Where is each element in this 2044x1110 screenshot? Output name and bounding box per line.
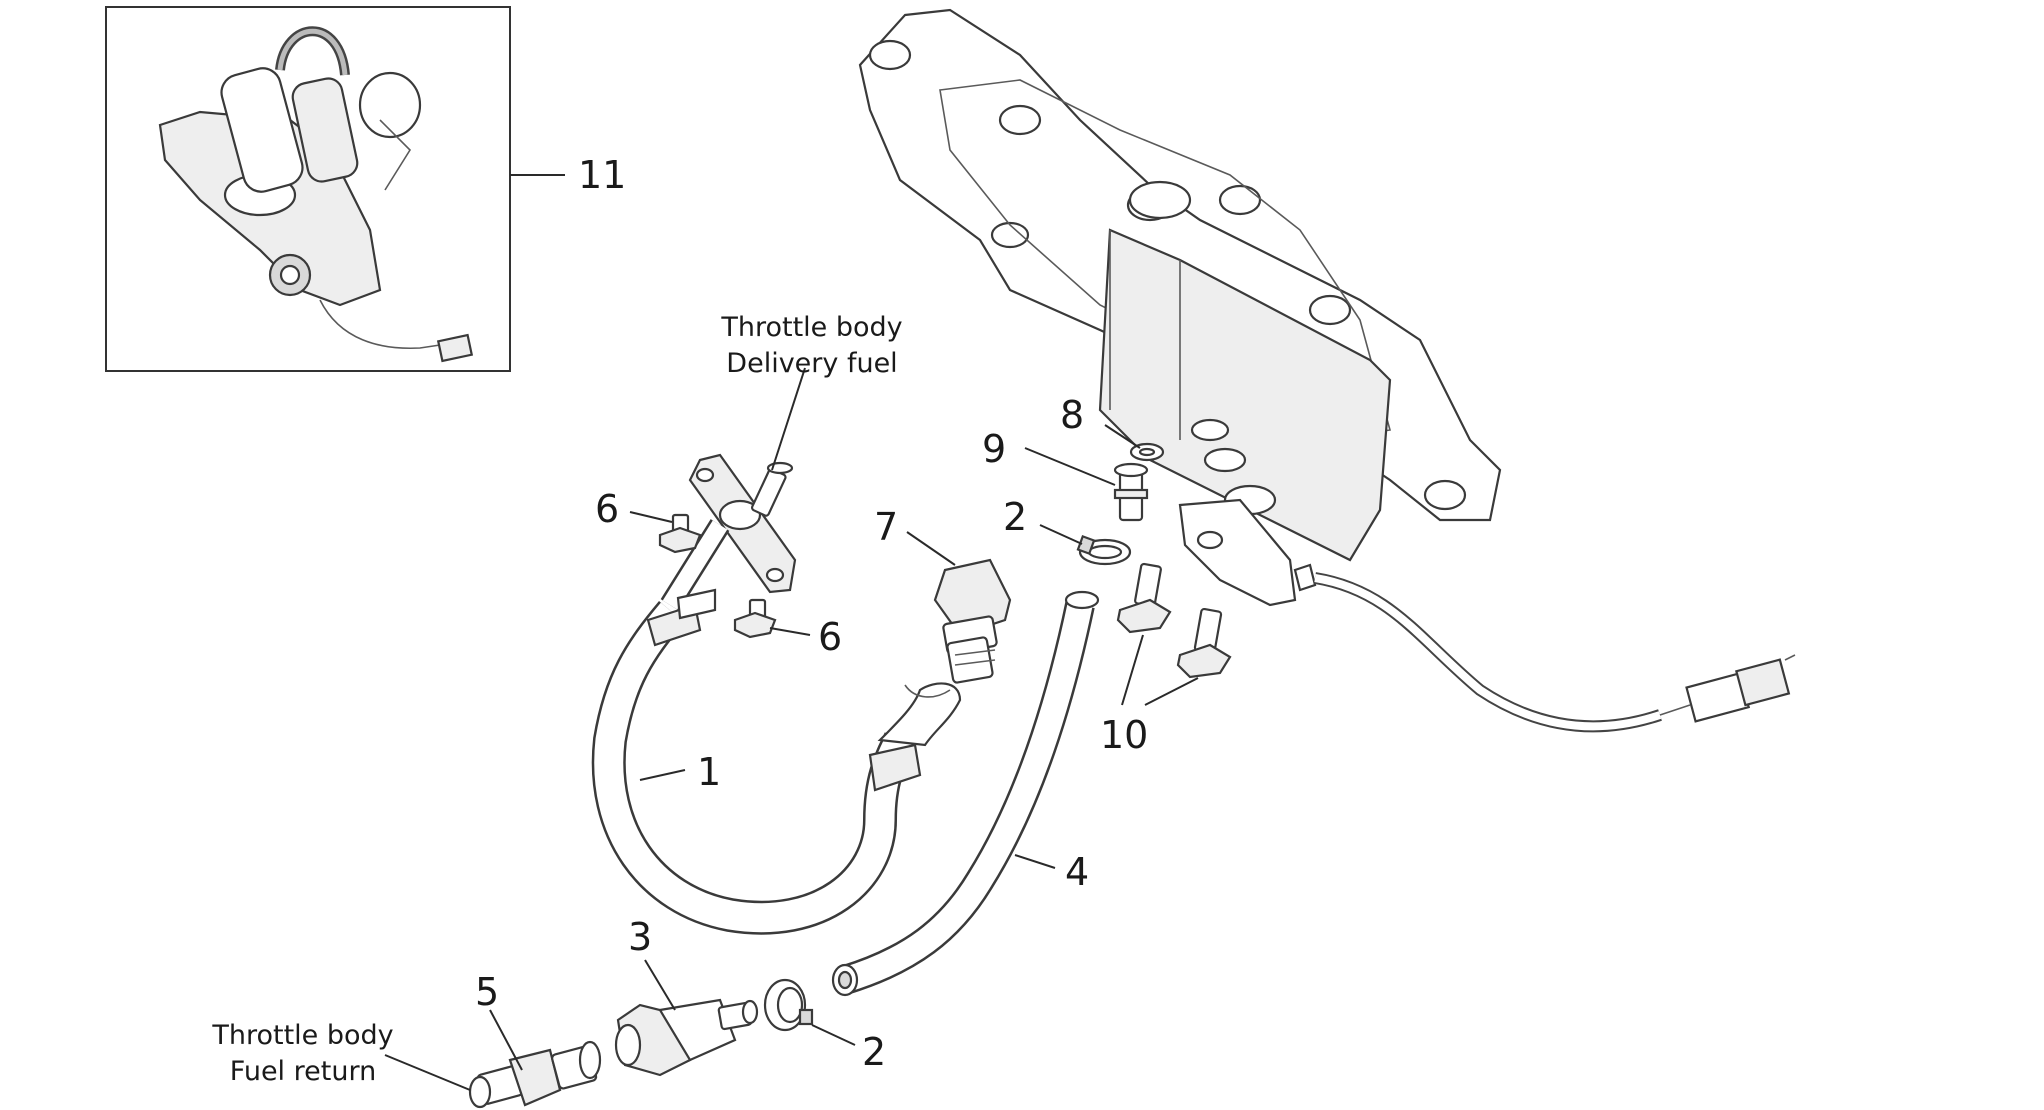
callout-3: 3 xyxy=(628,915,652,959)
part-2-clamp-lower xyxy=(763,978,814,1032)
callout-9: 9 xyxy=(982,427,1006,471)
part-9-nipple xyxy=(1113,462,1149,522)
caption-return-line2: Fuel return xyxy=(230,1056,376,1087)
caption-delivery-line2: Delivery fuel xyxy=(726,348,897,379)
callout-1: 1 xyxy=(697,750,721,794)
callout-6a: 6 xyxy=(595,487,619,531)
delivery-flange xyxy=(660,453,797,611)
callout-2a: 2 xyxy=(1003,495,1027,539)
leader-delivery xyxy=(771,367,806,471)
leader-2a xyxy=(1039,524,1083,545)
callout-2b: 2 xyxy=(862,1030,886,1074)
leader-6a xyxy=(629,511,673,523)
leader-6b xyxy=(769,627,811,636)
part-4-return-hose xyxy=(831,590,1100,997)
tank-flange-plate xyxy=(858,8,1502,607)
part-7-fitting xyxy=(933,558,1012,684)
part-5-nipple xyxy=(468,1040,602,1109)
part-10-screws xyxy=(1116,562,1232,679)
part-2-clamp-upper xyxy=(1076,534,1132,566)
leader-3 xyxy=(644,959,676,1011)
part-3-connector xyxy=(614,998,759,1077)
leader-4 xyxy=(1014,854,1056,869)
leader-2b xyxy=(811,1024,856,1046)
part-1-delivery-hose xyxy=(591,588,962,935)
part-6-screw-b xyxy=(733,598,777,639)
pump-assembly-inset xyxy=(105,6,511,372)
pump-wire-connector xyxy=(1293,563,1796,733)
callout-7: 7 xyxy=(874,505,898,549)
leader-9 xyxy=(1024,447,1116,486)
part-6-screw-a xyxy=(658,513,702,554)
leader-5 xyxy=(489,1009,523,1071)
callout-8: 8 xyxy=(1060,393,1084,437)
caption-delivery-line1: Throttle body xyxy=(720,312,902,343)
leader-10a xyxy=(1121,634,1144,706)
leader-1 xyxy=(639,769,686,781)
callout-6b: 6 xyxy=(818,615,842,659)
callout-11: 11 xyxy=(578,153,626,197)
leader-return xyxy=(384,1054,471,1091)
leader-8 xyxy=(1104,424,1141,449)
leader-10b xyxy=(1144,677,1199,706)
caption-return-line1: Throttle body xyxy=(211,1020,393,1051)
callout-4: 4 xyxy=(1065,850,1089,894)
leader-7 xyxy=(906,531,956,566)
callout-10: 10 xyxy=(1100,713,1148,757)
callout-5: 5 xyxy=(475,970,499,1014)
